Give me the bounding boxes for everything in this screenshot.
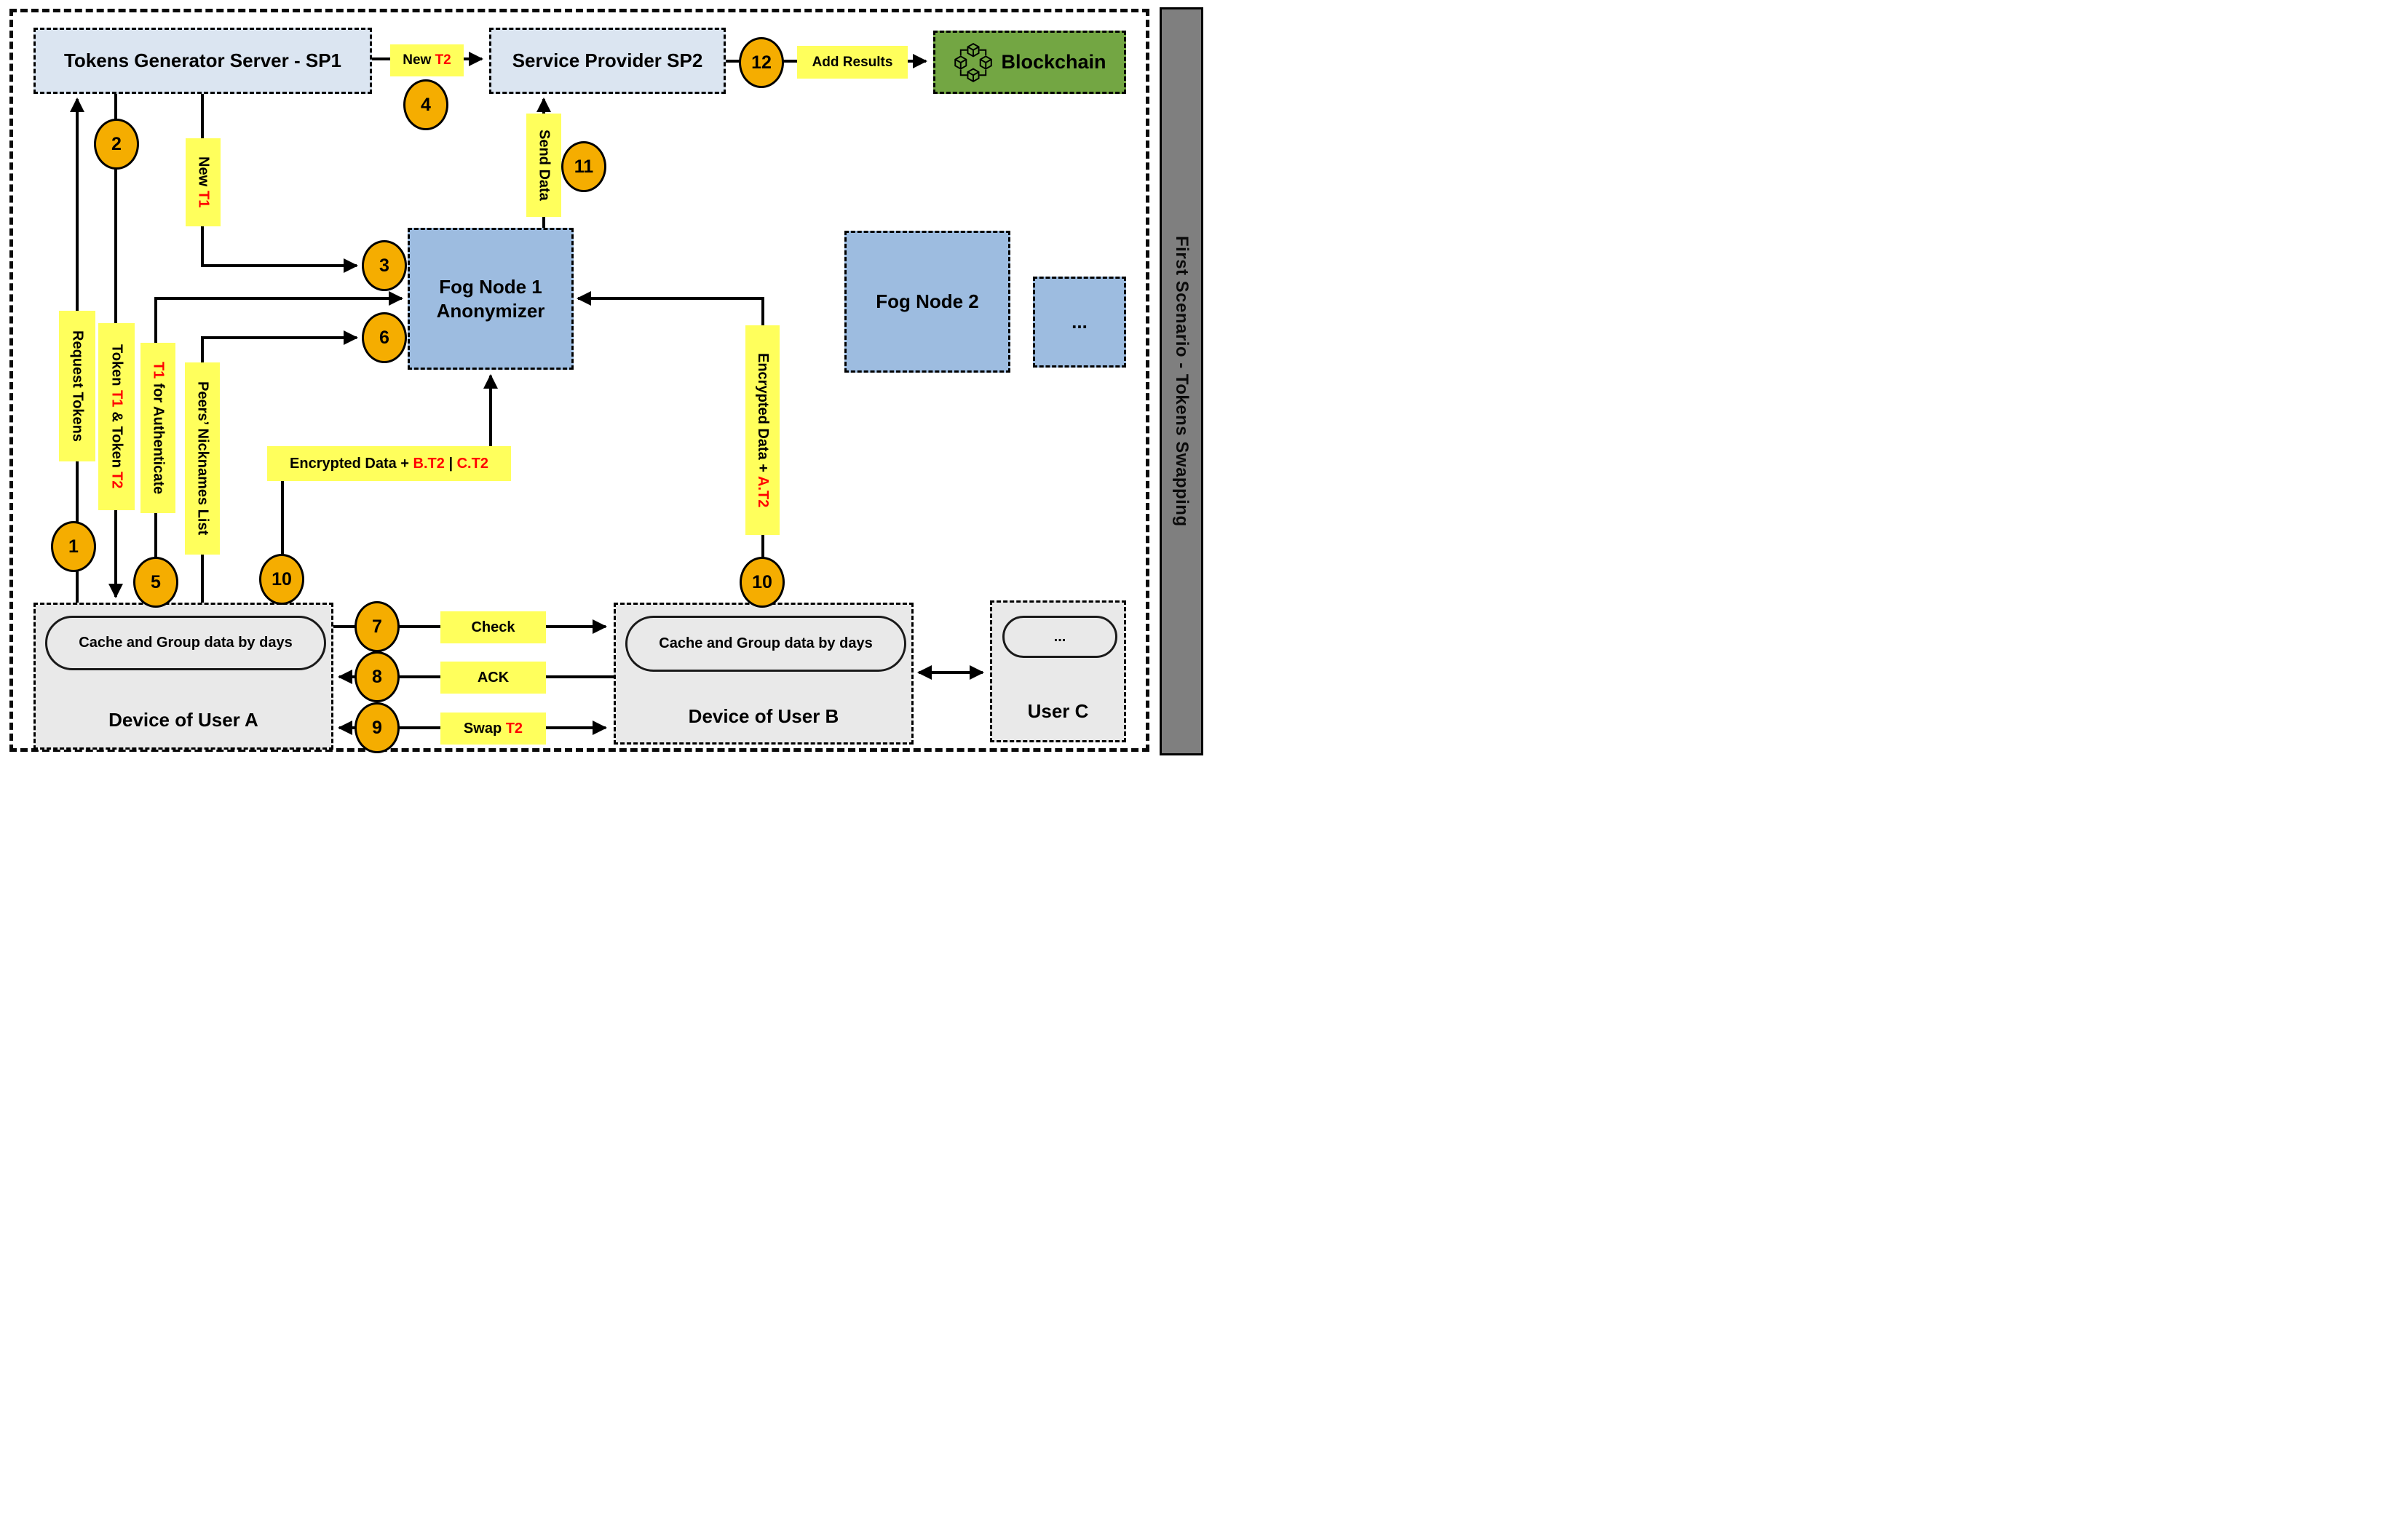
step-circle-7: 7 xyxy=(355,601,400,652)
user-c-title: User C xyxy=(1027,700,1089,722)
node-blockchain-label: Blockchain xyxy=(1001,51,1106,73)
fog1-line2: Anonymizer xyxy=(436,299,545,322)
label-check: Check xyxy=(440,611,546,643)
label-swap-t2: Swap T2 xyxy=(440,713,546,745)
label-t1-for-authenticate: T1 for Authenticate xyxy=(140,343,175,513)
step-circle-2: 2 xyxy=(94,119,139,170)
step-circle-6: 6 xyxy=(362,312,407,363)
fog1-line1: Fog Node 1 xyxy=(439,276,542,298)
node-service-provider-sp2: Service Provider SP2 xyxy=(489,28,726,94)
device-a-title: Device of User A xyxy=(108,709,258,731)
step-circle-10-b: 10 xyxy=(740,557,785,608)
node-device-user-a: Cache and Group data by days Device of U… xyxy=(33,603,333,750)
label-ack: ACK xyxy=(440,662,546,694)
node-sp2-label: Service Provider SP2 xyxy=(512,49,703,71)
label-encrypted-data-a: Encrypted Data + A.T2 xyxy=(745,325,780,535)
device-b-title: Device of User B xyxy=(688,705,839,727)
device-b-cache: Cache and Group data by days xyxy=(625,616,906,672)
node-fog-node-2: Fog Node 2 xyxy=(844,231,1010,373)
step-circle-10-a: 10 xyxy=(259,554,304,605)
fog2-label: Fog Node 2 xyxy=(876,290,979,313)
user-c-more: ... xyxy=(1002,616,1117,658)
step-circle-4: 4 xyxy=(403,79,448,130)
node-fog-more: ... xyxy=(1033,277,1126,368)
blockchain-icon xyxy=(954,42,993,82)
fog-more-label: ... xyxy=(1072,311,1088,333)
step-circle-8: 8 xyxy=(355,651,400,702)
node-user-c: ... User C xyxy=(990,600,1126,742)
label-new-t1: New T1 xyxy=(186,138,221,226)
label-token-t1-t2: Token T1 & Token T2 xyxy=(98,323,135,510)
diagram-outer-border xyxy=(9,9,1149,752)
scenario-sidebar-label: First Scenario - Tokens Swapping xyxy=(1172,236,1192,527)
node-device-user-b: Cache and Group data by days Device of U… xyxy=(614,603,914,745)
step-circle-11: 11 xyxy=(561,141,606,192)
step-circle-3: 3 xyxy=(362,240,407,291)
user-c-more-label: ... xyxy=(1053,628,1066,645)
diagram-canvas: Tokens Generator Server - SP1 Service Pr… xyxy=(0,0,1204,762)
scenario-sidebar: First Scenario - Tokens Swapping xyxy=(1160,7,1203,755)
device-a-cache: Cache and Group data by days xyxy=(45,616,326,670)
step-circle-12: 12 xyxy=(739,37,784,88)
device-a-cache-label: Cache and Group data by days xyxy=(79,635,293,651)
node-fog-node-1: Fog Node 1 Anonymizer xyxy=(408,228,574,370)
step-circle-5: 5 xyxy=(133,557,178,608)
device-b-cache-label: Cache and Group data by days xyxy=(659,635,873,651)
node-sp1-label: Tokens Generator Server - SP1 xyxy=(63,49,341,71)
step-circle-1: 1 xyxy=(51,521,96,572)
node-blockchain: Blockchain xyxy=(933,31,1126,94)
step-circle-9: 9 xyxy=(355,702,400,753)
label-new-t2: New T2 xyxy=(390,44,464,76)
label-peers-nicknames-list: Peers’ Nicknames List xyxy=(185,362,220,555)
label-send-data: Send Data xyxy=(526,114,561,217)
label-add-results: Add Results xyxy=(797,46,908,79)
node-tokens-generator-sp1: Tokens Generator Server - SP1 xyxy=(33,28,372,94)
label-request-tokens: Request Tokens xyxy=(59,311,95,461)
label-encrypted-data-b: Encrypted Data + B.T2 | C.T2 xyxy=(267,446,511,481)
